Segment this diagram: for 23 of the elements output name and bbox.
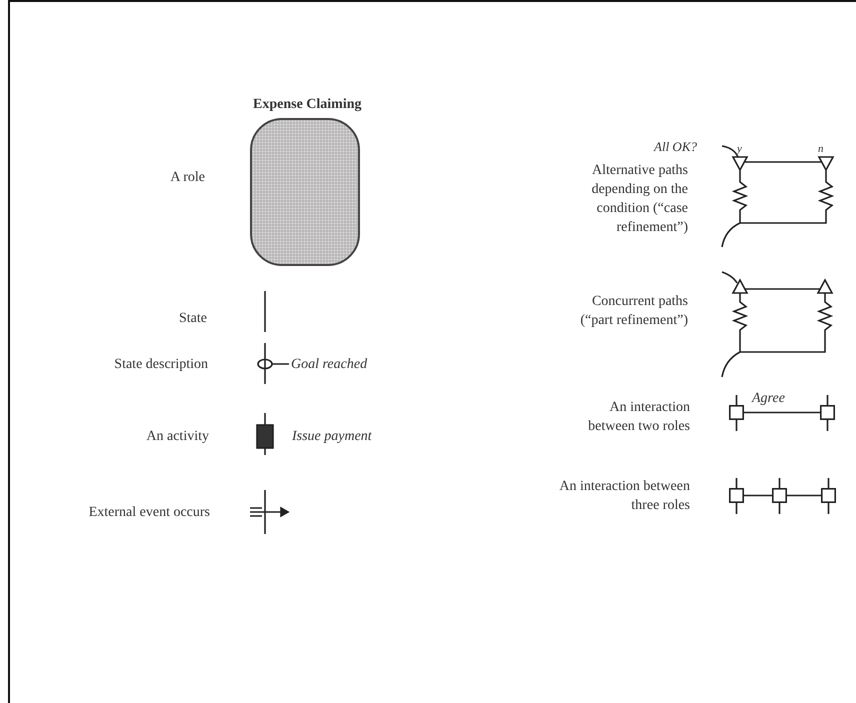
interaction-symbol: [820, 395, 835, 431]
interaction-line: [744, 494, 772, 496]
symbol-description: State description: [114, 356, 208, 374]
symbol-description: A role: [170, 169, 205, 187]
interaction-symbol: [729, 478, 744, 514]
symbol-description: External event occurs: [88, 504, 210, 522]
interaction-line: [744, 412, 820, 414]
example-label: Goal reached: [291, 356, 368, 374]
symbol-description: Concurrent paths (“part refinement”): [579, 293, 688, 330]
interaction-symbol: [729, 395, 744, 431]
example-label: Issue payment: [292, 428, 372, 446]
branch-label: n: [818, 142, 824, 157]
interaction-line: [787, 494, 821, 496]
symbol-description: Alternative paths depending on the condition (“case refinement”): [590, 162, 688, 237]
role-title: Expense Claiming: [253, 96, 363, 114]
symbol-description: An interaction between two roles: [587, 399, 690, 436]
branch-label: y: [737, 142, 742, 157]
symbol-description: An activity: [146, 428, 209, 446]
symbol-description: State: [179, 310, 207, 328]
interaction-symbol: [821, 478, 836, 514]
condition-label: All OK?: [654, 138, 697, 156]
symbol-description: An interaction between three roles: [558, 478, 690, 515]
interaction-symbol: [772, 478, 787, 514]
